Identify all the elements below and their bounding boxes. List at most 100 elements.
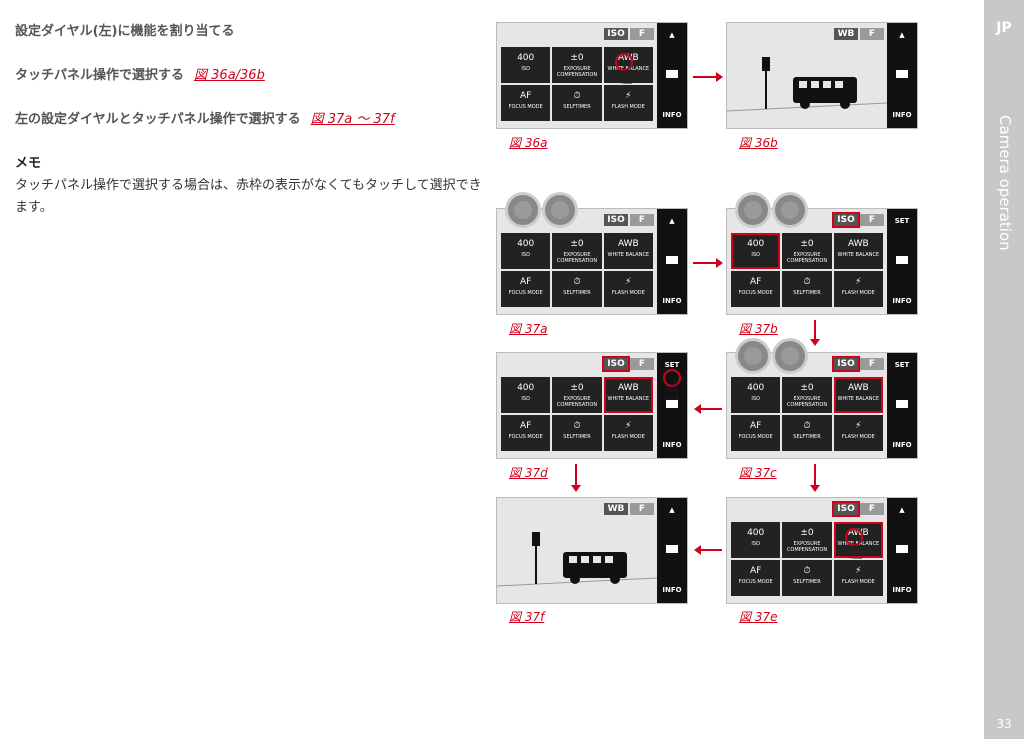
selftimer-label: SELFTIMER [793, 290, 821, 296]
iso-tab[interactable]: ISO [604, 214, 628, 226]
camera-icon[interactable] [666, 400, 678, 408]
wb-tab[interactable]: WB [834, 28, 858, 40]
dial-icon[interactable] [542, 192, 578, 228]
up-button[interactable]: ▲ [669, 31, 675, 39]
up-button[interactable]: ▲ [669, 217, 675, 225]
flash-cell[interactable]: ⚡FLASH MODE [603, 271, 653, 307]
camera-icon[interactable] [896, 400, 908, 408]
selftimer-value: ⏱ [573, 91, 581, 101]
info-button[interactable]: INFO [662, 111, 682, 119]
selftimer-cell[interactable]: ⏱SELFTIMER [552, 85, 602, 121]
pointing-hand-icon: ☝ [847, 533, 865, 566]
touch-figure-link[interactable]: 図 36a/36b [194, 68, 265, 83]
flash-cell[interactable]: ⚡FLASH MODE [833, 415, 883, 451]
dial-icon[interactable] [505, 192, 541, 228]
selftimer-cell[interactable]: ⏱SELFTIMER [782, 560, 832, 596]
camera-icon[interactable] [666, 70, 678, 78]
info-button[interactable]: INFO [892, 297, 912, 305]
iso-value: 400 [517, 53, 535, 63]
iso-label: ISO [521, 252, 530, 258]
dial-icon[interactable] [735, 192, 771, 228]
info-button[interactable]: INFO [662, 441, 682, 449]
set-button[interactable]: SET [894, 217, 910, 225]
selftimer-cell[interactable]: ⏱SELFTIMER [782, 271, 832, 307]
iso-tab[interactable]: ISO [604, 28, 628, 40]
selftimer-cell[interactable]: ⏱SELFTIMER [552, 271, 602, 307]
f-tab[interactable]: F [860, 358, 884, 370]
f-tab[interactable]: F [630, 214, 654, 226]
top-tabs: WB F [834, 28, 884, 40]
dial-figure-link[interactable]: 図 37a 〜 37f [310, 112, 395, 127]
set-button[interactable]: SET [894, 361, 910, 369]
up-button[interactable]: ▲ [899, 506, 905, 514]
f-tab[interactable]: F [630, 28, 654, 40]
focus-value: AF [519, 91, 532, 101]
caption-37d: 図 37d [509, 466, 548, 480]
dial-icon[interactable] [772, 192, 808, 228]
set-button[interactable]: SET [664, 361, 680, 369]
language-tab[interactable]: JP [996, 20, 1012, 36]
camera-icon[interactable] [896, 545, 908, 553]
f-tab[interactable]: F [630, 503, 654, 515]
iso-tab[interactable]: ISO [832, 501, 860, 517]
camera-icon[interactable] [666, 256, 678, 264]
camera-icon[interactable] [896, 70, 908, 78]
dial-icon[interactable] [772, 338, 808, 374]
f-tab[interactable]: F [630, 358, 654, 370]
flash-cell[interactable]: ⚡FLASH MODE [603, 85, 653, 121]
camera-icon[interactable] [896, 256, 908, 264]
f-tab[interactable]: F [860, 503, 884, 515]
dial-icon[interactable] [735, 338, 771, 374]
iso-tab[interactable]: ISO [832, 212, 860, 228]
info-button[interactable]: INFO [892, 441, 912, 449]
iso-value: 400 [517, 383, 535, 393]
exposure-label: EXPOSURE COMPENSATION [556, 396, 598, 408]
flash-cell[interactable]: ⚡FLASH MODE [833, 271, 883, 307]
flash-cell[interactable]: ⚡FLASH MODE [603, 415, 653, 451]
camera-icon[interactable] [666, 545, 678, 553]
flash-cell[interactable]: ⚡FLASH MODE [833, 560, 883, 596]
wb-tab[interactable]: WB [604, 503, 628, 515]
touch-instruction: タッチパネル操作で選択する図 36a/36b [15, 64, 265, 83]
up-button[interactable]: ▲ [899, 31, 905, 39]
info-button[interactable]: INFO [662, 586, 682, 594]
iso-tab[interactable]: ISO [602, 356, 630, 372]
selftimer-cell[interactable]: ⏱SELFTIMER [782, 415, 832, 451]
caption-37b: 図 37b [739, 322, 778, 336]
info-button[interactable]: INFO [662, 297, 682, 305]
wb-label: WHITE BALANCE [607, 252, 650, 258]
iso-tab[interactable]: ISO [832, 356, 860, 372]
selftimer-cell[interactable]: ⏱SELFTIMER [552, 415, 602, 451]
info-button[interactable]: INFO [892, 586, 912, 594]
top-tabs: ISO F [602, 356, 654, 372]
info-button[interactable]: INFO [892, 111, 912, 119]
f-tab[interactable]: F [860, 28, 884, 40]
f-tab[interactable]: F [860, 214, 884, 226]
up-button[interactable]: ▲ [669, 506, 675, 514]
selftimer-value: ⏱ [573, 421, 581, 431]
